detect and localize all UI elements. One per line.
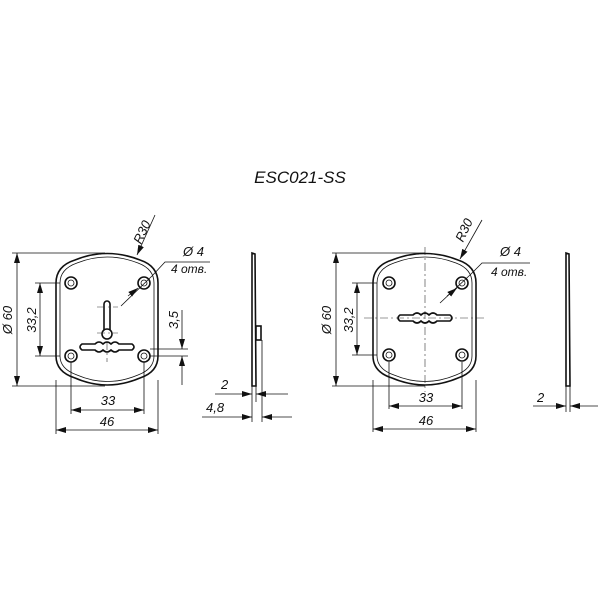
dim-33-2: 33,2 xyxy=(24,307,39,333)
dim-hole-diameter: Ø 4 xyxy=(182,244,204,259)
dim-radius-30: R30 xyxy=(130,217,154,246)
dim-thickness-4-8: 4,8 xyxy=(206,400,225,415)
left-side-view: 2 4,8 xyxy=(202,251,292,422)
dim-46: 46 xyxy=(419,413,434,428)
hole-count-note: 4 отв. xyxy=(491,265,527,279)
dim-33: 33 xyxy=(419,390,434,405)
dim-33-2: 33,2 xyxy=(341,307,356,333)
dim-thickness-2: 2 xyxy=(536,390,545,405)
hole-count-note: 4 отв. xyxy=(171,262,207,276)
dim-hole-diameter: Ø 4 xyxy=(499,244,521,259)
dim-diameter-60: Ø 60 xyxy=(0,305,15,335)
dim-46: 46 xyxy=(100,414,115,429)
right-front-view: Ø 60 33,2 33 46 R30 Ø 4 4 отв. xyxy=(319,215,530,432)
plate-outline xyxy=(372,252,477,386)
mounting-holes xyxy=(382,276,469,362)
dim-3-5: 3,5 xyxy=(166,310,181,329)
horizontal-key-slot xyxy=(79,341,135,353)
drawing-title: ESC021-SS xyxy=(254,168,346,187)
dim-diameter-60: Ø 60 xyxy=(319,305,334,335)
dim-radius-30: R30 xyxy=(452,215,476,244)
dim-thickness-2: 2 xyxy=(220,377,229,392)
dim-33: 33 xyxy=(101,393,116,408)
left-front-view: Ø 60 33,2 33 46 3,5 R30 Ø 4 4 отв. xyxy=(0,214,210,434)
key-hole xyxy=(101,328,113,340)
vertical-key-slot xyxy=(103,300,111,330)
right-side-view: 2 xyxy=(533,251,598,412)
horizontal-key-slot xyxy=(397,312,453,324)
